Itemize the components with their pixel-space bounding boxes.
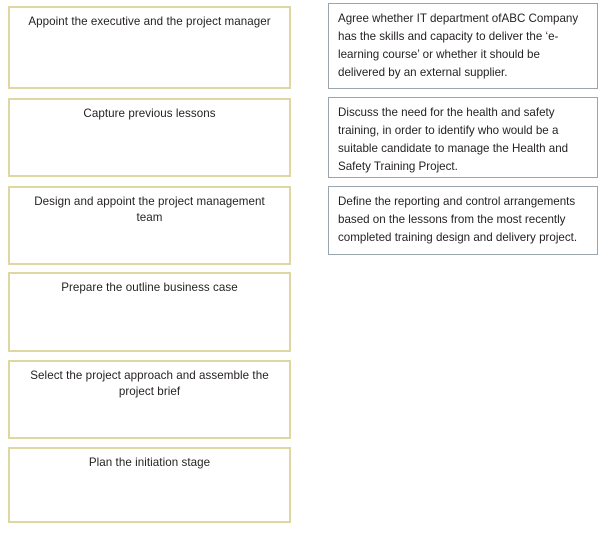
step-box-plan-the-initiation-stage[interactable]: Plan the initiation stage bbox=[8, 447, 291, 523]
note-label: Agree whether IT department ofABC Compan… bbox=[338, 12, 579, 80]
step-box-capture-previous-lessons[interactable]: Capture previous lessons bbox=[8, 98, 291, 177]
step-box-appoint-executive-and-project-manager[interactable]: Appoint the executive and the project ma… bbox=[8, 6, 291, 89]
step-label: Appoint the executive and the project ma… bbox=[28, 15, 271, 28]
step-label: Prepare the outline business case bbox=[61, 281, 238, 294]
note-label: Discuss the need for the health and safe… bbox=[338, 106, 569, 174]
step-label: Select the project approach and assemble… bbox=[30, 369, 269, 398]
step-box-select-project-approach-and-assemble-project-brief[interactable]: Select the project approach and assemble… bbox=[8, 360, 291, 439]
note-box-it-department-capacity[interactable]: Agree whether IT department ofABC Compan… bbox=[328, 3, 598, 89]
step-box-prepare-outline-business-case[interactable]: Prepare the outline business case bbox=[8, 272, 291, 352]
step-label: Capture previous lessons bbox=[83, 107, 216, 120]
step-box-design-and-appoint-project-management-team[interactable]: Design and appoint the project managemen… bbox=[8, 186, 291, 265]
note-box-health-and-safety-candidate[interactable]: Discuss the need for the health and safe… bbox=[328, 97, 598, 178]
note-box-reporting-and-control[interactable]: Define the reporting and control arrange… bbox=[328, 186, 598, 255]
step-label: Plan the initiation stage bbox=[88, 456, 211, 469]
step-label: Design and appoint the project managemen… bbox=[34, 195, 265, 224]
note-label: Define the reporting and control arrange… bbox=[338, 195, 578, 245]
